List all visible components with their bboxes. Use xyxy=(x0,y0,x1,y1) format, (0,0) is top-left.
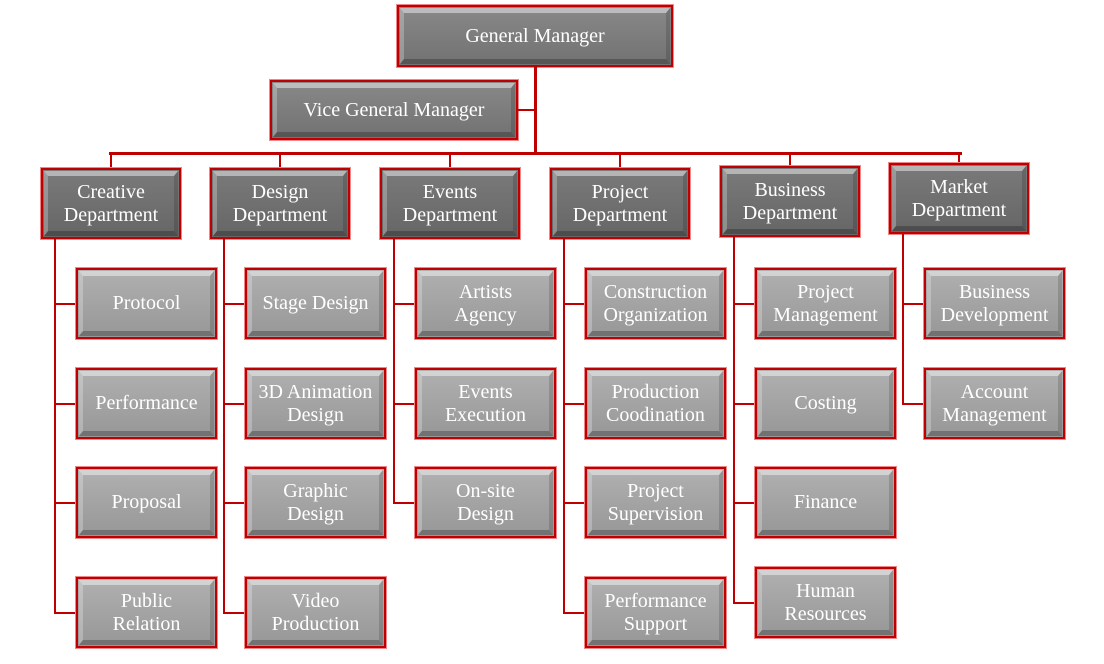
unit-box: Project Supervision xyxy=(584,466,727,539)
connector-dept-drop xyxy=(619,153,621,168)
unit-box-label: Graphic Design xyxy=(283,479,348,525)
connector-dept-drop xyxy=(449,153,451,168)
unit-box: Graphic Design xyxy=(244,466,387,539)
connector-vgm xyxy=(518,109,535,111)
unit-box-label: Performance Support xyxy=(604,589,707,635)
unit-box-label: Project Management xyxy=(773,280,878,326)
unit-box-label: Project Supervision xyxy=(607,479,704,525)
unit-box-label: Proposal xyxy=(111,491,182,513)
unit-box: Project Management xyxy=(754,267,897,340)
unit-box: Performance Support xyxy=(584,576,727,649)
unit-box-label: Events Execution xyxy=(444,380,527,426)
unit-box: Human Resources xyxy=(754,566,897,639)
unit-box-label: 3D Animation Design xyxy=(258,380,373,426)
connector-unit-spine xyxy=(902,234,904,403)
unit-box: Costing xyxy=(754,367,897,440)
department-box: Business Department xyxy=(719,165,861,238)
connector-unit-branch xyxy=(393,303,415,305)
unit-box-label: Account Management xyxy=(942,380,1047,426)
connector-dept-drop xyxy=(789,153,791,166)
connector-unit-branch xyxy=(223,303,245,305)
department-box-label: Business Department xyxy=(742,178,838,224)
connector-unit-spine xyxy=(563,239,565,612)
unit-box: Production Coodination xyxy=(584,367,727,440)
unit-box-label: Finance xyxy=(793,491,858,513)
connector-gm-trunk xyxy=(534,67,537,155)
department-box: Project Department xyxy=(549,167,691,240)
connector-unit-branch xyxy=(733,303,755,305)
unit-box: Business Development xyxy=(923,267,1066,340)
unit-box-label: Video Production xyxy=(271,589,360,635)
general-manager-box: General Manager xyxy=(396,4,674,68)
connector-unit-spine xyxy=(733,237,735,602)
vice-general-manager-box: Vice General Manager xyxy=(269,79,519,141)
general-manager-label: General Manager xyxy=(465,24,605,47)
unit-box-label: Performance xyxy=(95,392,198,414)
connector-unit-branch xyxy=(223,502,245,504)
unit-box-label: On-site Design xyxy=(456,479,515,525)
unit-box: On-site Design xyxy=(414,466,557,539)
department-box: Creative Department xyxy=(40,167,182,240)
connector-unit-branch xyxy=(733,403,755,405)
department-box: Market Department xyxy=(888,162,1030,235)
department-box-label: Market Department xyxy=(911,175,1007,221)
unit-box-label: Stage Design xyxy=(262,292,369,314)
connector-unit-branch xyxy=(54,612,76,614)
department-box: Events Department xyxy=(379,167,521,240)
unit-box: Protocol xyxy=(75,267,218,340)
unit-box: Artists Agency xyxy=(414,267,557,340)
connector-unit-branch xyxy=(733,602,755,604)
unit-box: Video Production xyxy=(244,576,387,649)
unit-box-label: Artists Agency xyxy=(454,280,517,326)
department-box-label: Creative Department xyxy=(63,180,159,226)
connector-unit-branch xyxy=(54,502,76,504)
connector-unit-branch xyxy=(223,612,245,614)
connector-dept-drop xyxy=(279,153,281,168)
unit-box-label: Public Relation xyxy=(112,589,181,635)
connector-unit-branch xyxy=(54,403,76,405)
connector-unit-spine xyxy=(223,239,225,612)
unit-box-label: Human Resources xyxy=(784,579,867,625)
unit-box-label: Protocol xyxy=(112,292,181,314)
department-box-label: Events Department xyxy=(402,180,498,226)
department-box-label: Design Department xyxy=(232,180,328,226)
unit-box: 3D Animation Design xyxy=(244,367,387,440)
unit-box-label: Construction Organization xyxy=(603,280,708,326)
vice-general-manager-label: Vice General Manager xyxy=(303,98,485,121)
unit-box: Public Relation xyxy=(75,576,218,649)
connector-unit-branch xyxy=(54,303,76,305)
connector-unit-branch xyxy=(902,303,924,305)
unit-box: Stage Design xyxy=(244,267,387,340)
unit-box-label: Production Coodination xyxy=(606,380,705,426)
connector-unit-branch xyxy=(393,403,415,405)
unit-box: Finance xyxy=(754,466,897,539)
connector-dept-bar xyxy=(109,152,962,155)
connector-unit-branch xyxy=(563,502,585,504)
connector-unit-spine xyxy=(54,239,56,612)
unit-box: Events Execution xyxy=(414,367,557,440)
connector-dept-drop xyxy=(958,153,960,163)
connector-unit-branch xyxy=(733,502,755,504)
unit-box-label: Costing xyxy=(794,392,857,414)
department-box: Design Department xyxy=(209,167,351,240)
connector-unit-branch xyxy=(563,303,585,305)
unit-box: Proposal xyxy=(75,466,218,539)
connector-unit-branch xyxy=(563,612,585,614)
connector-unit-branch xyxy=(223,403,245,405)
connector-unit-branch xyxy=(393,502,415,504)
unit-box-label: Business Development xyxy=(940,280,1049,326)
connector-dept-drop xyxy=(110,153,112,168)
connector-unit-branch xyxy=(902,403,924,405)
connector-unit-branch xyxy=(563,403,585,405)
connector-unit-spine xyxy=(393,239,395,502)
unit-box: Account Management xyxy=(923,367,1066,440)
unit-box: Construction Organization xyxy=(584,267,727,340)
department-box-label: Project Department xyxy=(572,180,668,226)
unit-box: Performance xyxy=(75,367,218,440)
